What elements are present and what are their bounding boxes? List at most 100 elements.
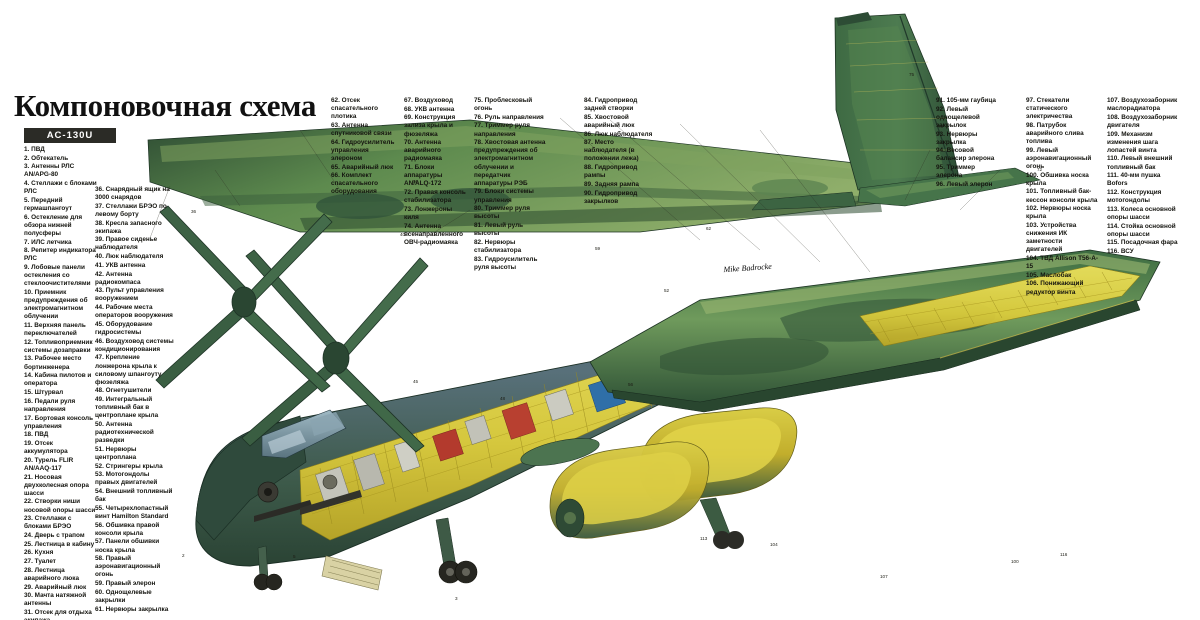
legend-item: 31. Отсек для отдыха экипажа [24, 609, 98, 620]
legend-item-label: Нервюры закрылка [936, 130, 978, 146]
legend-item: 11. Верхняя панель переключателей [24, 322, 98, 338]
legend-item-number: 110. [1107, 155, 1120, 163]
legend-item: 25. Лестница в кабину [24, 541, 98, 549]
legend-item: 87. Место наблюдателя (в положении лежа) [584, 139, 656, 163]
legend-item: 7. ИЛС летчика [24, 239, 98, 247]
legend-item-label: ТВД Allison T56-A-15 [1026, 254, 1098, 271]
legend-item-label: Устройства снижения ИК заметности двигат… [1026, 221, 1077, 254]
svg-text:100: 100 [1011, 559, 1019, 564]
legend-item: 98. Патрубок аварийного слива топлива [1026, 122, 1098, 146]
legend-item: 100. Обшивка носка крыла [1026, 172, 1098, 188]
legend-item: 8. Репитер индикатора РЛС [24, 247, 98, 263]
legend-item: 56. Обшивка правой консоли крыла [95, 522, 175, 538]
legend-item-number: 106. [1026, 280, 1039, 288]
legend-item-number: 107. [1107, 97, 1120, 104]
legend-item-label: Аварийный люк [339, 163, 394, 171]
legend-item-number: 79. [474, 188, 483, 196]
legend-item-number: 81. [474, 221, 483, 229]
legend-item-number: 47. [95, 354, 104, 362]
legend-item: 75. Проблесковый огонь [474, 97, 548, 113]
legend-item-label: Лобовые панели остекления со стеклоочист… [24, 264, 91, 288]
legend-item-number: 94. [936, 147, 945, 155]
legend-item-label: Гидроусилитель управления элероном [331, 138, 395, 162]
legend-item: 96. Левый элерон [936, 181, 998, 189]
legend-item-label: Кресла запасного экипажа [95, 219, 162, 235]
legend-item-label: Обтекатель [29, 154, 69, 162]
legend-item-number: 19. [24, 439, 33, 447]
legend-item-number: 51. [95, 445, 104, 453]
legend-item-number: 3. [24, 163, 30, 171]
legend-item-label: Хвостовая антенна предупреждения об элек… [474, 139, 546, 187]
legend-item-number: 39. [95, 236, 104, 244]
legend-item-label: Посадочная фара [1119, 239, 1178, 247]
legend-item: 27. Туалет [24, 558, 98, 566]
legend-item: 53. Мотогондолы правых двигателей [95, 471, 175, 487]
legend-item-number: 15. [24, 389, 33, 397]
legend-item-label: Штурвал [32, 389, 64, 397]
legend-item: 80. Триммер руля высоты [474, 205, 548, 221]
svg-text:48: 48 [500, 396, 506, 401]
legend-item: 6. Остекление для обзора нижней полусфер… [24, 214, 98, 238]
legend-item-label: Стеллажи с блоками РЛС [24, 180, 97, 196]
legend-item-number: 2. [24, 154, 30, 162]
legend-item: 48. Огнетушители [95, 387, 175, 395]
legend-item: 13. Рабочее место бортинженера [24, 355, 98, 371]
legend-item: 10. Приемник предупреждения об электрома… [24, 289, 98, 321]
legend-item-number: 60. [95, 588, 104, 596]
legend-item-label: Стекатели статического электричества [1026, 97, 1073, 121]
legend-item-number: 98. [1026, 121, 1035, 129]
legend-item: 44. Рабочие места операторов вооружения [95, 304, 175, 320]
legend-item-number: 99. [1026, 146, 1035, 154]
legend-item: 45. Оборудование гидросистемы [95, 321, 175, 337]
legend-item-number: 66. [331, 172, 340, 180]
nose-landing-gear [253, 545, 283, 591]
svg-text:107: 107 [880, 574, 888, 579]
legend-item-label: Левый руль высоты [474, 221, 524, 238]
svg-text:72: 72 [1037, 167, 1043, 172]
svg-text:104: 104 [770, 542, 778, 547]
legend-item-label: Дверь с трапом [32, 531, 85, 539]
legend-item: 52. Стрингеры крыла [95, 463, 175, 471]
legend-item-label: УКВ антенна [103, 261, 146, 269]
legend-column-8: 97. Стекатели статического электричества… [1026, 97, 1098, 297]
legend-item: 105. Маслобак [1026, 272, 1098, 280]
legend-item: 66. Комплект спасательного оборудования [331, 172, 397, 196]
legend-item-number: 59. [95, 580, 104, 588]
legend-item: 47. Крепление лонжерона крыла к силовому… [95, 354, 175, 386]
legend-item-number: 50. [95, 420, 104, 428]
legend-item-label: Стеллажи с блоками БРЭО [24, 515, 72, 531]
legend-item-label: Конструкция зализа крыла и фюзеляжа [404, 114, 456, 138]
legend-item-number: 105. [1026, 271, 1039, 279]
legend-item-number: 83. [474, 255, 483, 263]
right-wing-group [147, 119, 906, 233]
legend-item-number: 41. [95, 261, 104, 269]
svg-text:50: 50 [413, 179, 419, 184]
legend-item-number: 78. [474, 139, 483, 147]
legend-item-label: Однощелевые закрылки [95, 588, 152, 604]
legend-item-label: ИЛС летчика [29, 238, 72, 246]
legend-item-label: Мачта натяжной антенны [24, 592, 87, 608]
legend-item-number: 84. [584, 97, 593, 104]
legend-item-number: 69. [404, 114, 413, 122]
legend-item: 115. Посадочная фара [1107, 239, 1179, 247]
legend-item-number: 43. [95, 287, 104, 295]
legend-item: 111. 40-мм пушка Bofors [1107, 172, 1179, 188]
legend-item-number: 53. [95, 471, 104, 479]
svg-text:40: 40 [400, 232, 406, 237]
legend-item-number: 97. [1026, 97, 1035, 104]
legend-item-label: Рабочие места операторов вооружения [95, 304, 173, 320]
legend-item-number: 77. [474, 122, 483, 130]
legend-item-number: 5. [24, 196, 30, 204]
legend-item-number: 4. [24, 180, 30, 188]
legend-item-label: Топливный бак-кессон консоли крыла [1026, 188, 1098, 204]
legend-item-number: 29. [24, 583, 33, 591]
legend-item-number: 55. [95, 504, 104, 512]
legend-item: 39. Правое сиденье наблюдателя [95, 236, 175, 252]
legend-item-number: 28. [24, 566, 33, 574]
legend-item: 28. Лестница аварийного люка [24, 567, 98, 583]
legend-item-label: Створки ниши носовой опоры шасси [24, 498, 96, 514]
legend-item: 88. Гидропривод рампы [584, 164, 656, 180]
legend-item-number: 9. [24, 264, 30, 272]
